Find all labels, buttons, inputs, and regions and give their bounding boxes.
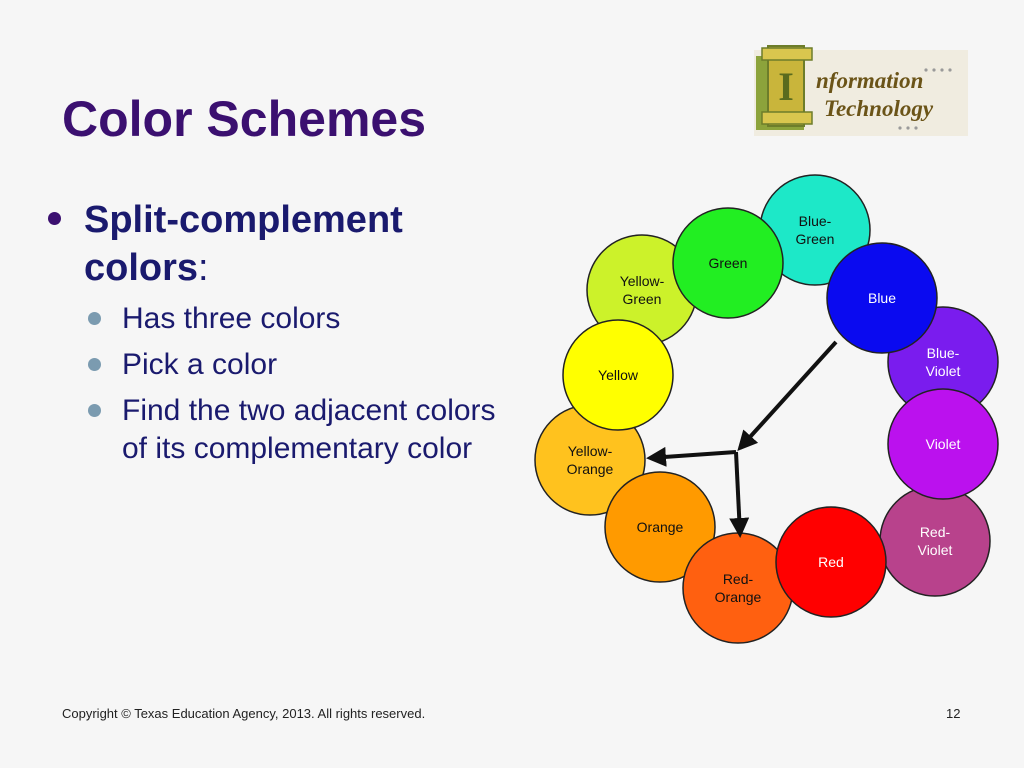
circle-shape-violet xyxy=(887,388,999,500)
circle-label-red-violet: Violet xyxy=(918,542,953,558)
color-circles: Blue-GreenYellow-GreenGreenBlue-VioletBl… xyxy=(534,174,999,644)
sub-bullet-list: Has three colors Pick a color Find the t… xyxy=(46,300,496,468)
circle-label-red-orange: Orange xyxy=(715,589,762,605)
svg-text:Technology: Technology xyxy=(824,96,934,121)
bullet-suffix: : xyxy=(198,247,209,289)
color-circle-red: Red xyxy=(775,506,887,618)
sub-bullet-dot xyxy=(88,358,101,371)
color-circle-yellow-orange: Yellow- Orange xyxy=(534,404,646,516)
circle-label-orange: Orange xyxy=(637,519,684,535)
main-bullet: Split-complement colors: xyxy=(46,196,496,292)
circle-shape-green xyxy=(672,207,784,319)
sub-bullet: Pick a color xyxy=(46,346,496,384)
footer-copyright: Copyright © Texas Education Agency, 2013… xyxy=(62,706,426,721)
circle-label-green: Green xyxy=(709,255,748,271)
bullet-term: Split-complement colors xyxy=(84,199,403,289)
circle-label-yellow-green: Yellow- xyxy=(620,273,665,289)
svg-text:I: I xyxy=(778,64,794,109)
circle-label-red: Red xyxy=(818,554,844,570)
arrow-to-yellow-orange xyxy=(646,446,737,467)
arrow-to-red-orange xyxy=(729,451,750,538)
circle-label-red-violet: Red- xyxy=(920,524,951,540)
color-circle-green: Green xyxy=(672,207,784,319)
sub-bullet: Find the two adjacent colors of its comp… xyxy=(46,392,496,468)
color-circle-red-orange: Red- Orange xyxy=(682,532,794,644)
slide-title: Color Schemes xyxy=(62,91,427,147)
svg-text:nformation: nformation xyxy=(816,68,923,93)
color-circle-violet: Violet xyxy=(887,388,999,500)
color-circle-blue-green: Blue- Green xyxy=(759,174,871,286)
page-number: 12 xyxy=(946,706,961,721)
information-technology-logo: I nformation Technology xyxy=(754,45,968,136)
bullet-list: Split-complement colors: Has three color… xyxy=(46,196,496,476)
arrows xyxy=(646,340,838,538)
color-circle-red-violet: Red- Violet xyxy=(879,485,991,597)
circle-label-yellow-orange: Yellow- xyxy=(568,443,613,459)
circle-label-blue-green: Green xyxy=(796,231,835,247)
color-circle-orange: Orange xyxy=(604,471,716,583)
circle-label-yellow-orange: Orange xyxy=(567,461,614,477)
circle-label-blue-violet: Blue- xyxy=(927,345,960,361)
circle-label-blue-green: Blue- xyxy=(799,213,832,229)
circle-shape-yellow xyxy=(562,319,674,431)
sub-bullet-text: Pick a color xyxy=(122,348,278,381)
circle-shape-blue xyxy=(826,242,938,354)
color-circle-blue: Blue xyxy=(826,242,938,354)
circle-label-blue-violet: Violet xyxy=(926,363,961,379)
sub-bullet-dot xyxy=(88,312,101,325)
circle-label-yellow-green: Green xyxy=(623,291,662,307)
sub-bullet-text: Has three colors xyxy=(122,302,341,335)
circle-label-blue: Blue xyxy=(868,290,896,306)
sub-bullet-text: Find the two adjacent colors of its comp… xyxy=(122,394,496,465)
circle-label-red-orange: Red- xyxy=(723,571,754,587)
circle-shape-red-violet xyxy=(879,485,991,597)
circle-label-yellow: Yellow xyxy=(598,367,639,383)
circle-shape-red xyxy=(775,506,887,618)
bullet-dot xyxy=(48,212,61,225)
sub-bullet: Has three colors xyxy=(46,300,496,338)
arrow-from-blue xyxy=(737,340,838,451)
circle-label-violet: Violet xyxy=(926,436,961,452)
sub-bullet-dot xyxy=(88,404,101,417)
circle-shape-red-orange xyxy=(682,532,794,644)
color-circle-yellow: Yellow xyxy=(562,319,674,431)
circle-shape-orange xyxy=(604,471,716,583)
